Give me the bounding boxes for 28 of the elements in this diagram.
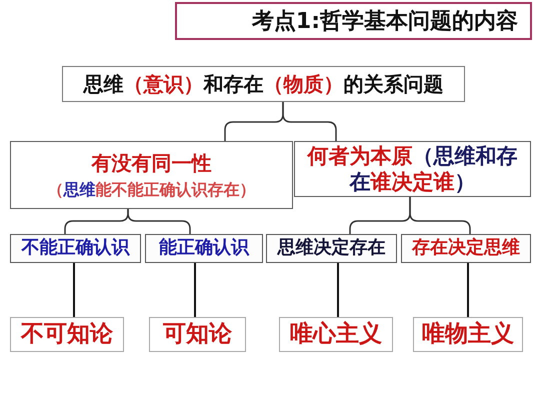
aspect-heading: 有没有同一性: [92, 150, 212, 176]
doctrine-text: 唯物主义: [422, 320, 514, 349]
connector-line: [467, 263, 469, 317]
title-banner: 考点1:哲学基本问题的内容: [175, 2, 532, 40]
doctrine-box: [10, 317, 124, 352]
doctrine-box: [413, 317, 523, 352]
aspect-heading: 何者为本原（思维和存在谁决定谁）: [306, 142, 518, 196]
position-box: [266, 234, 397, 263]
aspect-note: （思维能不能正确认识存在）: [48, 180, 256, 200]
doctrine-box: [279, 317, 393, 352]
doctrine-text: 唯心主义: [290, 320, 382, 349]
connector-line: [194, 263, 196, 317]
position-text: 不能正确认识: [22, 237, 130, 260]
position-text: 存在决定思维: [412, 237, 520, 260]
connector-line: [73, 263, 75, 317]
aspect-box: [10, 141, 293, 209]
brace-connector: [282, 102, 337, 141]
topic-text: 思维（意识）和存在（物质）的关系问题: [84, 72, 444, 96]
doctrine-text: 不可知论: [21, 320, 113, 349]
connector-line: [337, 263, 339, 317]
position-box: [401, 234, 531, 263]
position-text: 能正确认识: [159, 237, 249, 260]
doctrine-box: [149, 317, 246, 352]
position-text: 思维决定存在: [278, 237, 386, 260]
doctrine-text: 可知论: [163, 320, 232, 349]
position-box: [145, 234, 263, 263]
position-box: [10, 234, 141, 263]
topic-box: [62, 66, 465, 102]
